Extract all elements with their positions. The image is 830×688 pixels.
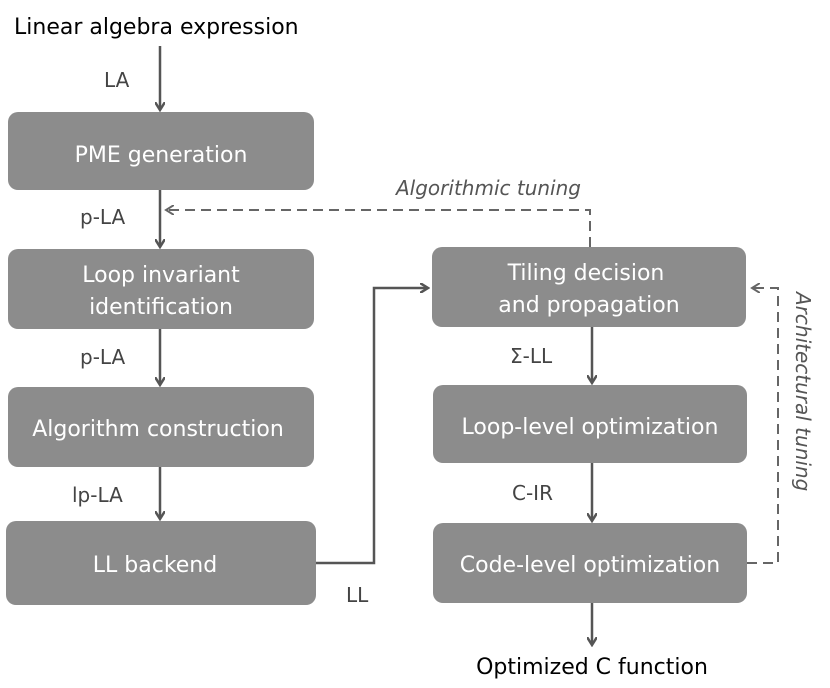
box-pme-generation (8, 112, 314, 190)
loop-level-optimization-label: Loop-level optimization (462, 415, 719, 440)
box-tiling-decision (432, 247, 746, 327)
arrow-backend-to-tiling (316, 288, 426, 565)
algorithmic-tuning-feedback (168, 210, 591, 247)
input-label: Linear algebra expression (14, 15, 299, 40)
edge-label-lp-la: lp-LA (72, 483, 123, 507)
tiling-decision-label-1: Tiling decision (507, 261, 665, 286)
loop-invariant-label-2: identification (89, 295, 233, 320)
box-ll-backend (6, 521, 316, 605)
edge-label-p-la-1: p-LA (80, 205, 126, 229)
box-algorithm-construction (8, 387, 314, 467)
box-loop-invariant (8, 249, 314, 329)
box-code-level-optimization (433, 523, 747, 603)
output-label: Optimized C function (476, 655, 708, 680)
code-level-optimization-label: Code-level optimization (460, 553, 720, 578)
edge-label-p-la-2: p-LA (80, 345, 126, 369)
pme-generation-label: PME generation (75, 143, 248, 168)
ll-backend-label: LL backend (93, 553, 217, 578)
box-loop-level-optimization (433, 385, 747, 463)
architectural-tuning-label: Architectural tuning (791, 290, 815, 491)
architectural-tuning-feedback (747, 288, 779, 564)
edge-label-c-ir: C-IR (512, 481, 553, 505)
algorithm-construction-label: Algorithm construction (32, 417, 284, 442)
edge-label-la: LA (104, 68, 130, 92)
edge-label-ll: LL (346, 583, 369, 607)
edge-label-sigma-ll: Σ-LL (510, 344, 553, 368)
tiling-decision-label-2: and propagation (498, 293, 679, 318)
loop-invariant-label-1: Loop invariant (82, 263, 240, 288)
algorithmic-tuning-label: Algorithmic tuning (394, 176, 581, 200)
